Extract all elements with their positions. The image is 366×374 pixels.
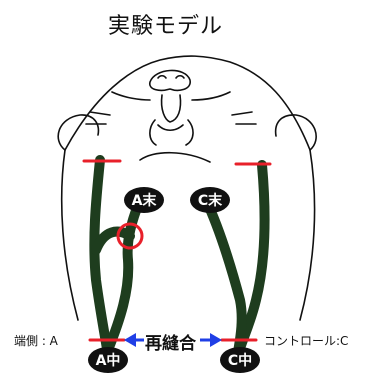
- badge-c-mid-label: C中: [228, 352, 252, 369]
- badge-c-end-label: C末: [198, 192, 223, 209]
- right-branch-vessel: [206, 200, 242, 352]
- badge-a-mid-label: A中: [96, 352, 121, 369]
- caption-right: コントロール:C: [264, 332, 348, 349]
- caption-left: 端側 : A: [14, 332, 58, 349]
- badge-a-end-label: A末: [132, 192, 158, 209]
- left-main-vessel: [94, 160, 108, 355]
- caption-center: 再縫合: [145, 329, 196, 354]
- vessels: [94, 160, 264, 355]
- left-branch-vessel: [108, 200, 140, 350]
